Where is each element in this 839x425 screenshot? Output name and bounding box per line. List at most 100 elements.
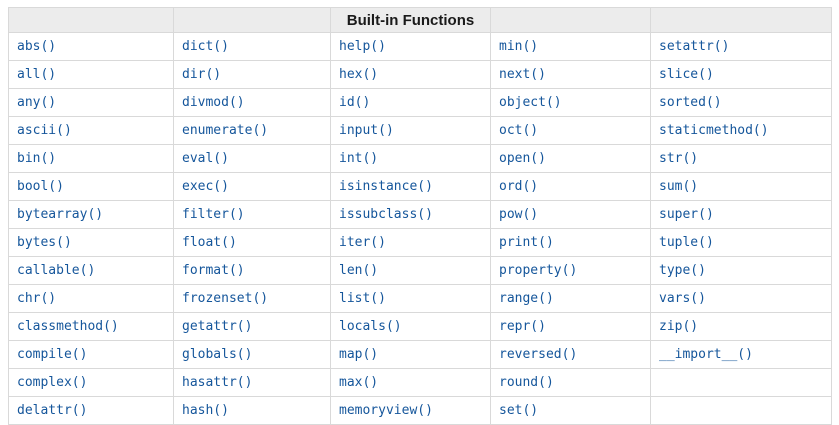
function-link-divmod[interactable]: divmod()	[182, 95, 245, 110]
function-link-staticmethod[interactable]: staticmethod()	[659, 123, 769, 138]
table-cell: len()	[330, 256, 491, 285]
function-link-memoryview[interactable]: memoryview()	[339, 403, 433, 418]
table-cell: issubclass()	[330, 200, 491, 229]
table-cell: compile()	[8, 340, 174, 369]
table-cell: sorted()	[650, 88, 832, 117]
table-cell: oct()	[490, 116, 651, 145]
function-link-filter[interactable]: filter()	[182, 207, 245, 222]
table-cell: format()	[173, 256, 331, 285]
function-link-property[interactable]: property()	[499, 263, 578, 278]
table-cell: ascii()	[8, 116, 174, 145]
function-link-classmethod[interactable]: classmethod()	[17, 319, 119, 334]
function-link-list[interactable]: list()	[339, 291, 386, 306]
table-title: Built-in Functions	[330, 7, 491, 33]
function-link-any[interactable]: any()	[17, 95, 57, 110]
function-link-bytes[interactable]: bytes()	[17, 235, 72, 250]
function-link-oct[interactable]: oct()	[499, 123, 539, 138]
function-link-delattr[interactable]: delattr()	[17, 403, 88, 418]
function-link-len[interactable]: len()	[339, 263, 379, 278]
empty-table-cell	[650, 396, 832, 425]
function-link-all[interactable]: all()	[17, 67, 57, 82]
table-cell: map()	[330, 340, 491, 369]
function-link-enumerate[interactable]: enumerate()	[182, 123, 269, 138]
table-cell: int()	[330, 144, 491, 173]
function-link-next[interactable]: next()	[499, 67, 546, 82]
table-row: bool() exec() isinstance() ord() sum()	[8, 172, 832, 201]
table-row: compile() globals() map() reversed() __impor…	[8, 340, 832, 369]
function-link-max[interactable]: max()	[339, 375, 379, 390]
function-link-chr[interactable]: chr()	[17, 291, 57, 306]
function-link-str[interactable]: str()	[659, 151, 699, 166]
function-link-tuple[interactable]: tuple()	[659, 235, 714, 250]
function-link-help[interactable]: help()	[339, 39, 386, 54]
function-link-iter[interactable]: iter()	[339, 235, 386, 250]
table-body: abs() dict() help() min() setattr() all() dir(…	[8, 32, 832, 425]
function-link-super[interactable]: super()	[659, 207, 714, 222]
function-link-open[interactable]: open()	[499, 151, 546, 166]
function-link-pow[interactable]: pow()	[499, 207, 539, 222]
table-cell: tuple()	[650, 228, 832, 257]
function-link-complex[interactable]: complex()	[17, 375, 88, 390]
function-link-sum[interactable]: sum()	[659, 179, 699, 194]
table-cell: complex()	[8, 368, 174, 397]
table-row: callable() format() len() property() type()	[8, 256, 832, 285]
function-link-map[interactable]: map()	[339, 347, 379, 362]
table-header: Built-in Functions	[8, 7, 832, 33]
function-link-vars[interactable]: vars()	[659, 291, 706, 306]
table-cell: vars()	[650, 284, 832, 313]
function-link-bin[interactable]: bin()	[17, 151, 57, 166]
table-row: abs() dict() help() min() setattr()	[8, 32, 832, 61]
function-link-locals[interactable]: locals()	[339, 319, 402, 334]
empty-table-cell	[650, 368, 832, 397]
function-link-eval[interactable]: eval()	[182, 151, 229, 166]
function-link-sorted[interactable]: sorted()	[659, 95, 722, 110]
function-link-type[interactable]: type()	[659, 263, 706, 278]
function-link-dir[interactable]: dir()	[182, 67, 222, 82]
table-cell: max()	[330, 368, 491, 397]
function-link-slice[interactable]: slice()	[659, 67, 714, 82]
function-link-hasattr[interactable]: hasattr()	[182, 375, 253, 390]
function-link-set[interactable]: set()	[499, 403, 539, 418]
function-link-globals[interactable]: globals()	[182, 347, 253, 362]
function-link-reversed[interactable]: reversed()	[499, 347, 578, 362]
function-link-print[interactable]: print()	[499, 235, 554, 250]
table-cell: __import__()	[650, 340, 832, 369]
function-link-int[interactable]: int()	[339, 151, 379, 166]
function-link-ord[interactable]: ord()	[499, 179, 539, 194]
function-link-dict[interactable]: dict()	[182, 39, 229, 54]
table-cell: locals()	[330, 312, 491, 341]
function-link-callable[interactable]: callable()	[17, 263, 96, 278]
table-cell: help()	[330, 32, 491, 61]
function-link-isinstance[interactable]: isinstance()	[339, 179, 433, 194]
table-cell: setattr()	[650, 32, 832, 61]
function-link-issubclass[interactable]: issubclass()	[339, 207, 433, 222]
function-link-setattr[interactable]: setattr()	[659, 39, 730, 54]
function-link-abs[interactable]: abs()	[17, 39, 57, 54]
function-link-__import__[interactable]: __import__()	[659, 347, 753, 362]
function-link-hash[interactable]: hash()	[182, 403, 229, 418]
table-cell: staticmethod()	[650, 116, 832, 145]
function-link-exec[interactable]: exec()	[182, 179, 229, 194]
table-cell: input()	[330, 116, 491, 145]
function-link-zip[interactable]: zip()	[659, 319, 699, 334]
function-link-float[interactable]: float()	[182, 235, 237, 250]
function-link-hex[interactable]: hex()	[339, 67, 379, 82]
function-link-object[interactable]: object()	[499, 95, 562, 110]
table-cell: zip()	[650, 312, 832, 341]
function-link-input[interactable]: input()	[339, 123, 394, 138]
function-link-compile[interactable]: compile()	[17, 347, 88, 362]
function-link-format[interactable]: format()	[182, 263, 245, 278]
function-link-repr[interactable]: repr()	[499, 319, 546, 334]
table-cell: reversed()	[490, 340, 651, 369]
function-link-getattr[interactable]: getattr()	[182, 319, 253, 334]
function-link-min[interactable]: min()	[499, 39, 539, 54]
table-cell: classmethod()	[8, 312, 174, 341]
function-link-bool[interactable]: bool()	[17, 179, 64, 194]
function-link-ascii[interactable]: ascii()	[17, 123, 72, 138]
function-link-id[interactable]: id()	[339, 95, 371, 110]
function-link-frozenset[interactable]: frozenset()	[182, 291, 269, 306]
table-cell: super()	[650, 200, 832, 229]
function-link-range[interactable]: range()	[499, 291, 554, 306]
function-link-round[interactable]: round()	[499, 375, 554, 390]
function-link-bytearray[interactable]: bytearray()	[17, 207, 104, 222]
